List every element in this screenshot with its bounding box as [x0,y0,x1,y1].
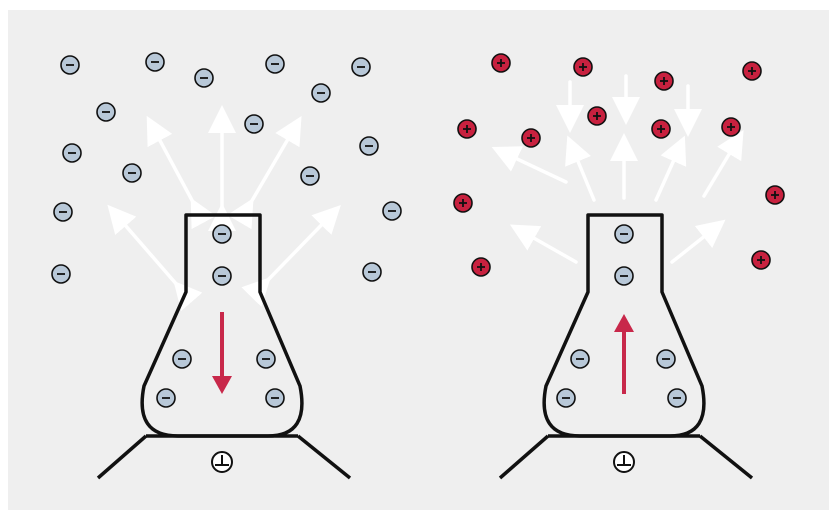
positive-charge-icon [742,61,762,81]
white-arrow [227,115,302,230]
negative-charge-icon [382,201,402,221]
right-scene [491,74,754,480]
right-stand-left [498,434,550,480]
negative-charge-icon [145,52,165,72]
negative-charge-icon [359,136,379,156]
left-stand-right [296,434,352,480]
positive-charge-icon [573,57,593,77]
diagram-background [8,10,829,510]
negative-charge-icon [53,202,73,222]
negative-charge-icon [172,349,192,369]
positive-charge-icon [587,106,607,126]
ground-icon [211,451,233,473]
white-arrow [670,219,726,264]
negative-charge-icon [570,349,590,369]
positive-charge-icon [491,53,511,73]
white-arrow [241,204,341,307]
red-arrow-down [212,312,232,394]
ground-icon [613,451,635,473]
negative-charge-icon [194,68,214,88]
positive-charge-icon [457,119,477,139]
negative-charge-icon [265,54,285,74]
white-arrow [565,135,596,202]
positive-charge-icon [453,193,473,213]
positive-charge-icon [721,117,741,137]
negative-charge-icon [212,224,232,244]
negative-charge-icon [614,224,634,244]
negative-charge-icon [362,262,382,282]
red-arrow-up [614,314,634,394]
positive-charge-icon [521,128,541,148]
positive-charge-icon [765,185,785,205]
left-scene [96,105,352,480]
negative-charge-icon [122,163,142,183]
positive-charge-icon [751,250,771,270]
left-emission-arrows [107,105,341,312]
positive-charge-icon [654,71,674,91]
negative-charge-icon [300,166,320,186]
negative-charge-icon [212,266,232,286]
negative-charge-icon [311,83,331,103]
negative-charge-icon [244,114,264,134]
white-arrow [509,224,578,264]
negative-charge-icon [51,264,71,284]
left-stand-left [96,434,148,480]
negative-charge-icon [256,349,276,369]
white-arrow [146,115,217,230]
negative-charge-icon [156,388,176,408]
negative-charge-icon [656,349,676,369]
white-arrow [107,204,203,312]
positive-charge-icon [651,119,671,139]
negative-charge-icon [62,143,82,163]
negative-charge-icon [60,55,80,75]
positive-charge-icon [471,257,491,277]
negative-charge-icon [265,388,285,408]
negative-charge-icon [96,102,116,122]
negative-charge-icon [667,388,687,408]
charges-layer [51,52,785,408]
right-attraction-arrows [491,74,744,264]
white-arrow [654,135,687,202]
white-arrow [491,146,568,184]
white-arrow [702,129,744,198]
right-stand-right [698,434,754,480]
negative-charge-icon [556,388,576,408]
negative-charge-icon [614,266,634,286]
negative-charge-icon [351,57,371,77]
